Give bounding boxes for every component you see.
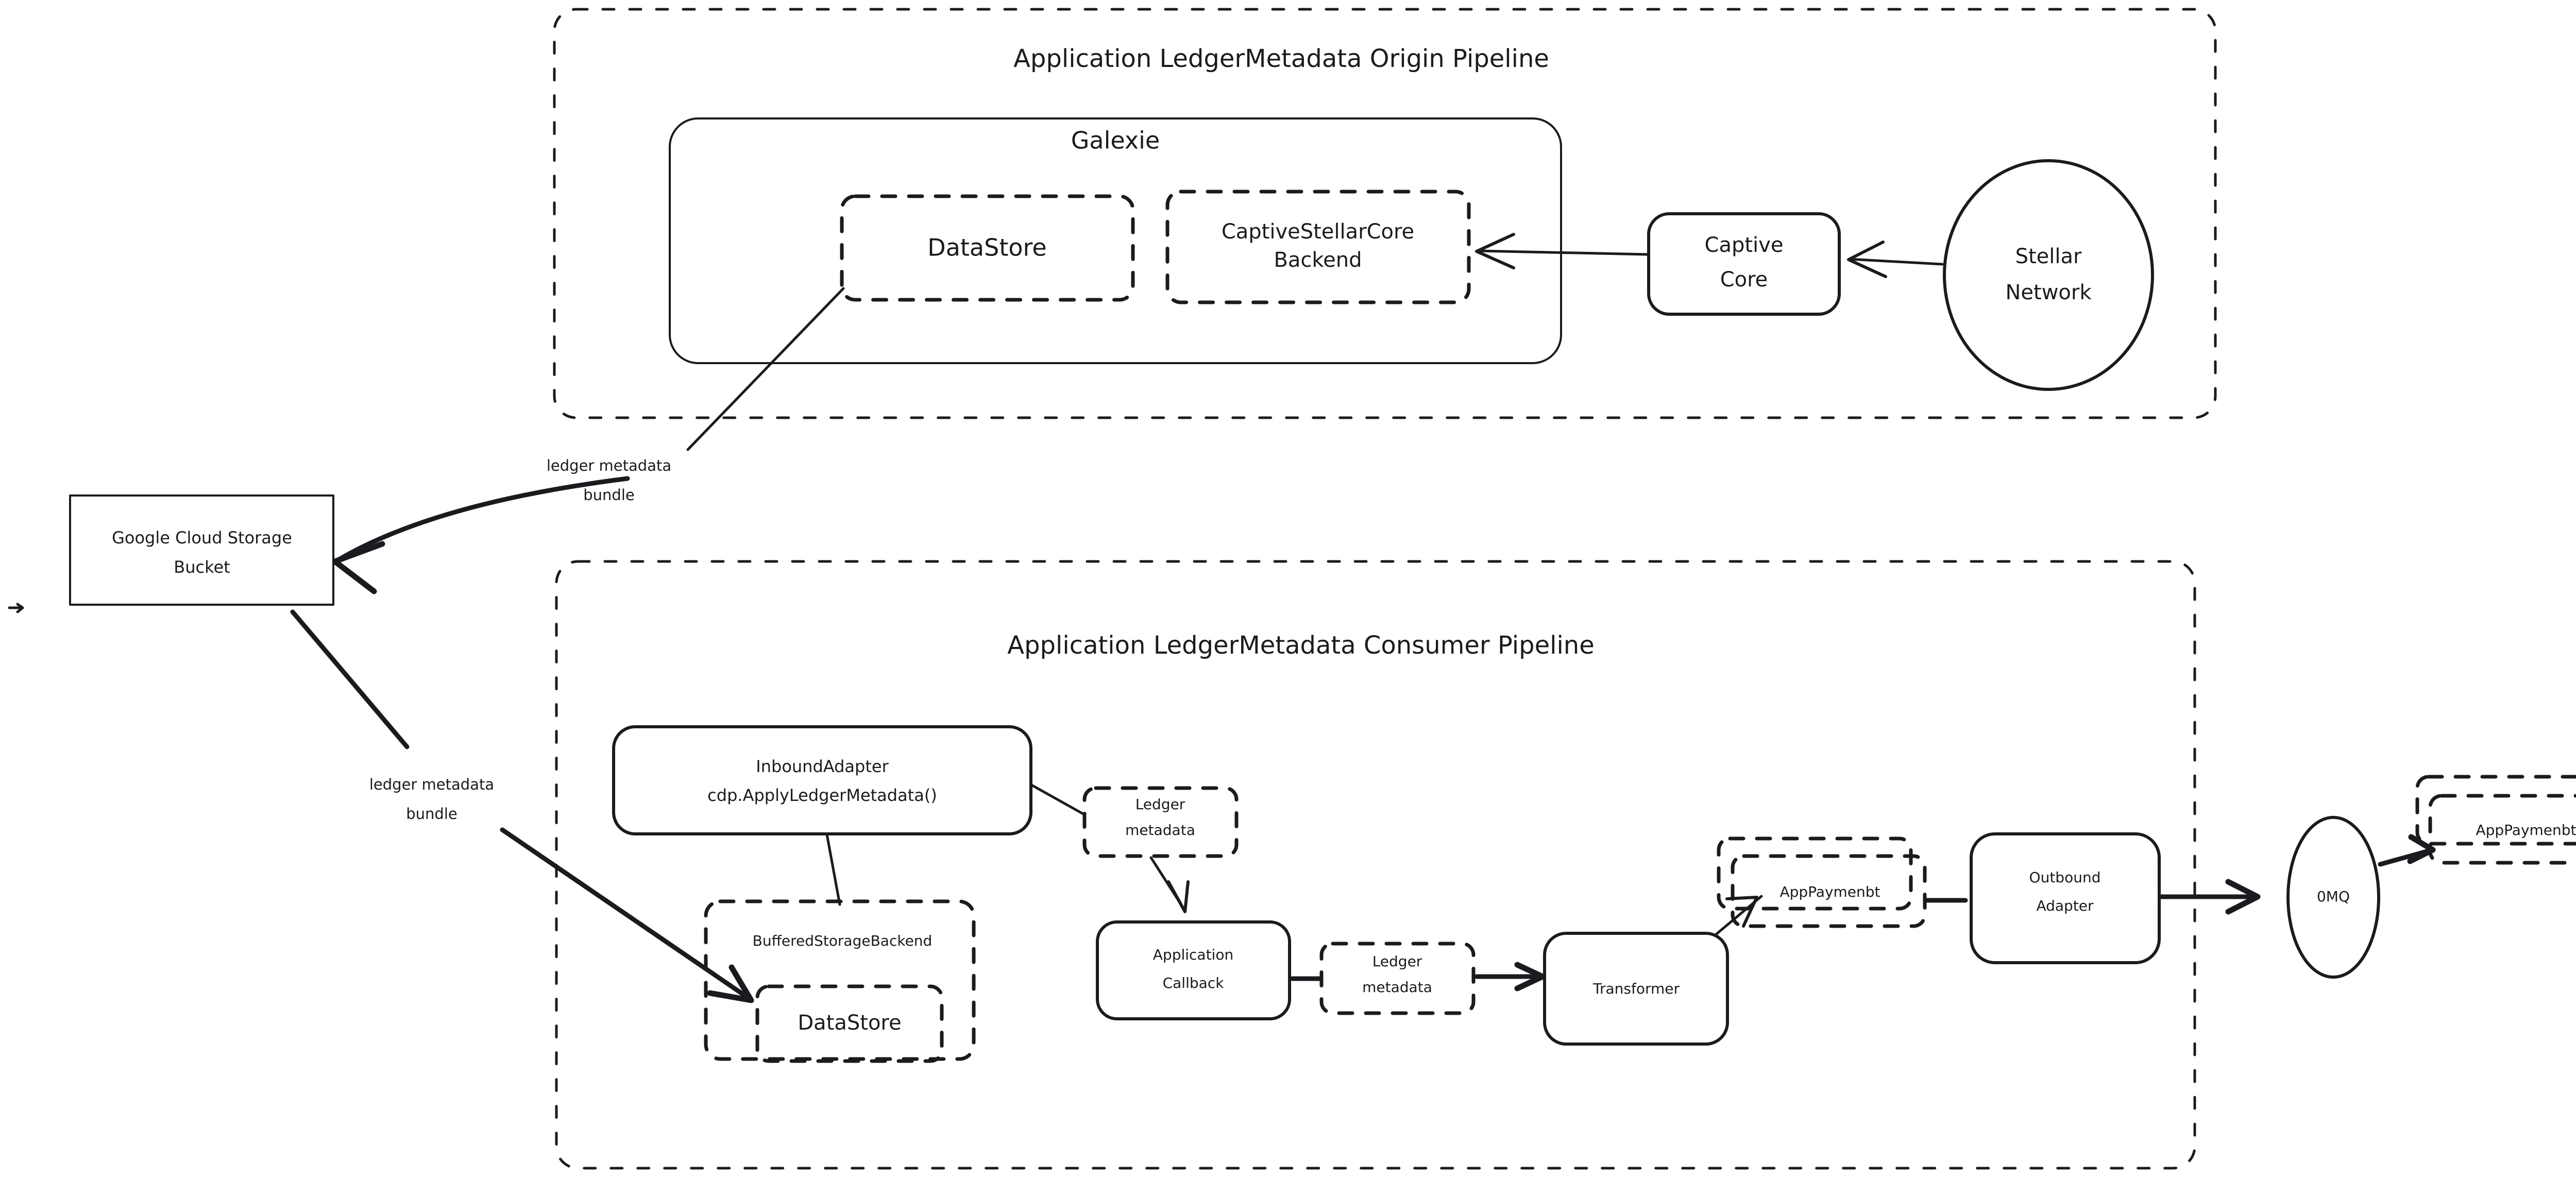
app-payment-1-border-back: [1717, 836, 1913, 911]
edge-captive-core-to-backend: [1475, 233, 1649, 269]
origin-datastore-label: DataStore: [927, 234, 1046, 262]
edge-stellar-to-captive-core: [1847, 241, 1944, 278]
captive-stellar-core-backend-label-line1: CaptiveStellarCore: [1222, 220, 1414, 244]
edge-origin-datastore-to-gcs: ledger metadata bundle: [332, 287, 845, 594]
captive-core-border: [1647, 212, 1841, 316]
origin-pipeline-border: [553, 8, 2217, 419]
gcs-bucket-node[interactable]: Google Cloud Storage Bucket: [69, 494, 334, 606]
stellar-network-label-line2: Network: [2005, 281, 2092, 304]
edge-label-bundle-origin-line2: bundle: [583, 486, 634, 504]
consumer-datastore-node[interactable]: DataStore: [755, 984, 944, 1063]
edge-label-bundle-origin-line1: ledger metadata: [547, 457, 671, 474]
consumer-pipeline-container: Application LedgerMetadata Consumer Pipe…: [555, 560, 2196, 1170]
application-callback-node[interactable]: Application Callback: [1096, 920, 1291, 1020]
ledger-metadata-1-label-line2: metadata: [1125, 822, 1195, 839]
edge-label-bundle-consumer-line2: bundle: [406, 805, 457, 823]
app-payment-1-border-front: [1731, 854, 1927, 928]
zeromq-node[interactable]: 0MQ: [2286, 816, 2380, 979]
origin-pipeline-container: Application LedgerMetadata Origin Pipeli…: [553, 8, 2217, 419]
zeromq-label: 0MQ: [2317, 888, 2350, 905]
galexie-border: [669, 117, 1562, 364]
stellar-network-border: [1943, 159, 2154, 391]
captive-stellar-core-backend-label-line2: Backend: [1274, 248, 1362, 272]
stray-arrow-icon: [8, 603, 24, 613]
captive-core-label-line1: Captive: [1705, 233, 1784, 257]
zeromq-border: [2286, 816, 2380, 979]
application-callback-label-line1: Application: [1153, 946, 1233, 963]
ledger-metadata-2-node[interactable]: Ledger metadata: [1319, 942, 1476, 1015]
edge-ledger-metadata-1-to-application-callback: [1149, 856, 1190, 913]
origin-datastore-node[interactable]: DataStore: [840, 194, 1135, 302]
app-payment-2-node[interactable]: AppPaymenbt: [2415, 775, 2576, 865]
application-callback-label-line2: Callback: [1163, 975, 1225, 992]
edge-transformer-to-app-payment-1: [1715, 895, 1763, 935]
edge-inbound-adapter-to-ledger-metadata-1: [1030, 783, 1086, 816]
edge-inbound-adapter-to-buffered-backend: [825, 833, 841, 906]
app-payment-1-label: AppPaymenbt: [1780, 883, 1880, 900]
ledger-metadata-2-label-line2: metadata: [1362, 979, 1432, 996]
edge-label-bundle-consumer-line1: ledger metadata: [369, 776, 494, 793]
inbound-adapter-label-line2: cdp.ApplyLedgerMetadata(): [707, 785, 937, 805]
app-payment-2-border-front: [2428, 794, 2576, 865]
galexie-container: Galexie: [669, 117, 1562, 364]
consumer-datastore-border: [755, 984, 944, 1063]
inbound-adapter-border: [612, 725, 1032, 835]
consumer-datastore-label: DataStore: [798, 1011, 901, 1035]
ledger-metadata-2-label-line1: Ledger: [1372, 953, 1422, 970]
origin-datastore-border: [840, 194, 1135, 302]
edge-ledger-metadata-2-to-transformer: [1474, 962, 1546, 992]
application-callback-border: [1096, 920, 1291, 1020]
buffered-storage-backend-container[interactable]: BufferedStorageBackend: [704, 899, 976, 1061]
app-payment-2-border-back: [2415, 775, 2576, 846]
edge-zeromq-to-app-payment-2: [2378, 834, 2436, 867]
outbound-adapter-node[interactable]: Outbound Adapter: [1970, 832, 2161, 964]
galexie-title: Galexie: [1071, 127, 1160, 155]
outbound-adapter-label-line1: Outbound: [2029, 869, 2101, 886]
outbound-adapter-label-line2: Adapter: [2036, 897, 2094, 914]
gcs-bucket-border: [69, 494, 334, 606]
app-payment-1-node[interactable]: AppPaymenbt: [1717, 836, 1927, 928]
buffered-storage-backend-title: BufferedStorageBackend: [753, 932, 933, 949]
gcs-bucket-label-line2: Bucket: [174, 557, 230, 577]
transformer-border: [1543, 932, 1729, 1046]
captive-core-node[interactable]: Captive Core: [1647, 212, 1841, 316]
ledger-metadata-1-node[interactable]: Ledger metadata: [1082, 786, 1239, 858]
captive-stellar-core-backend-node[interactable]: CaptiveStellarCore Backend: [1165, 190, 1471, 304]
origin-pipeline-title: Application LedgerMetadata Origin Pipeli…: [1013, 44, 1549, 73]
consumer-pipeline-title: Application LedgerMetadata Consumer Pipe…: [1007, 631, 1595, 660]
transformer-node[interactable]: Transformer: [1543, 932, 1729, 1046]
inbound-adapter-label-line1: InboundAdapter: [756, 757, 889, 776]
app-payment-2-label: AppPaymenbt: [2476, 822, 2576, 839]
captive-stellar-core-backend-border: [1165, 190, 1471, 304]
stellar-network-node[interactable]: Stellar Network: [1943, 159, 2154, 391]
transformer-label: Transformer: [1592, 980, 1680, 997]
edge-outbound-adapter-to-zeromq: [2158, 879, 2261, 915]
captive-core-label-line2: Core: [1720, 268, 1768, 292]
ledger-metadata-1-border: [1082, 786, 1239, 858]
buffered-storage-backend-border: [704, 899, 976, 1061]
ledger-metadata-1-label-line1: Ledger: [1136, 796, 1185, 813]
inbound-adapter-node[interactable]: InboundAdapter cdp.ApplyLedgerMetadata(): [612, 725, 1032, 835]
gcs-bucket-label-line1: Google Cloud Storage: [112, 528, 292, 548]
stellar-network-label-line1: Stellar: [2015, 245, 2082, 268]
